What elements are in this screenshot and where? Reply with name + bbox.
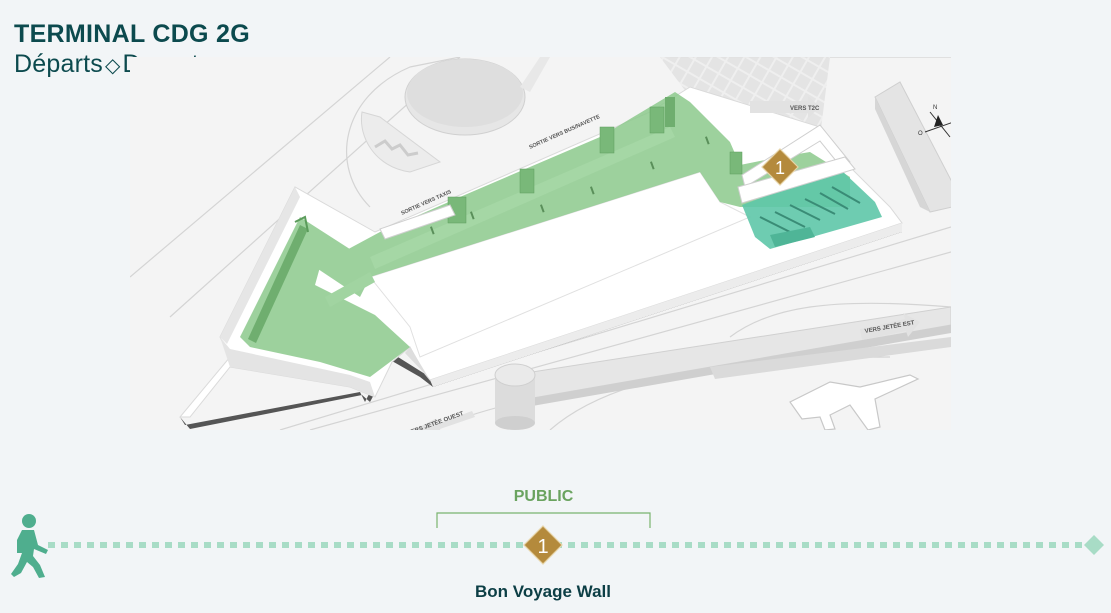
timeline-marker-1-number: 1: [537, 536, 548, 558]
page-title: TERMINAL CDG 2G: [14, 20, 250, 48]
diamond-separator-icon: ◇: [104, 55, 121, 77]
terminal-map[interactable]: SORTIE VERS BUS/NAVETTE SORTIE VERS TAXI…: [130, 57, 951, 430]
adjacent-building: [874, 81, 951, 213]
public-zone[interactable]: [240, 92, 850, 377]
arrow-to-t2c[interactable]: VERS T2C: [750, 96, 820, 118]
compass-icon: N S E O: [918, 105, 951, 138]
bon-voyage-wall-label[interactable]: Bon Voyage Wall: [474, 582, 612, 601]
map-marker-1[interactable]: 1: [761, 148, 799, 186]
compass-west-label: O: [918, 131, 923, 137]
compass-north-label: N: [933, 105, 937, 111]
restricted-zone[interactable]: [742, 169, 882, 249]
public-zone-label: PUBLIC: [513, 488, 574, 505]
parking-structure: [360, 57, 550, 173]
airplane-icon: [789, 374, 920, 430]
public-zone-area[interactable]: [240, 92, 850, 377]
timeline-end-icon: [1084, 535, 1104, 555]
arrow-to-t2c-label: VERS T2C: [790, 106, 820, 112]
walking-person-icon: [11, 514, 48, 578]
rotunda: [494, 363, 536, 430]
restricted-zone-area[interactable]: [742, 169, 882, 249]
walking-timeline: 1: [11, 512, 1104, 578]
map-marker-1-number: 1: [775, 158, 785, 178]
subtitle-french: Départs: [14, 50, 103, 78]
public-zone-bracket: [436, 512, 651, 528]
east-pier-corridor: [499, 306, 951, 409]
timeline-marker-1[interactable]: 1: [523, 525, 563, 565]
